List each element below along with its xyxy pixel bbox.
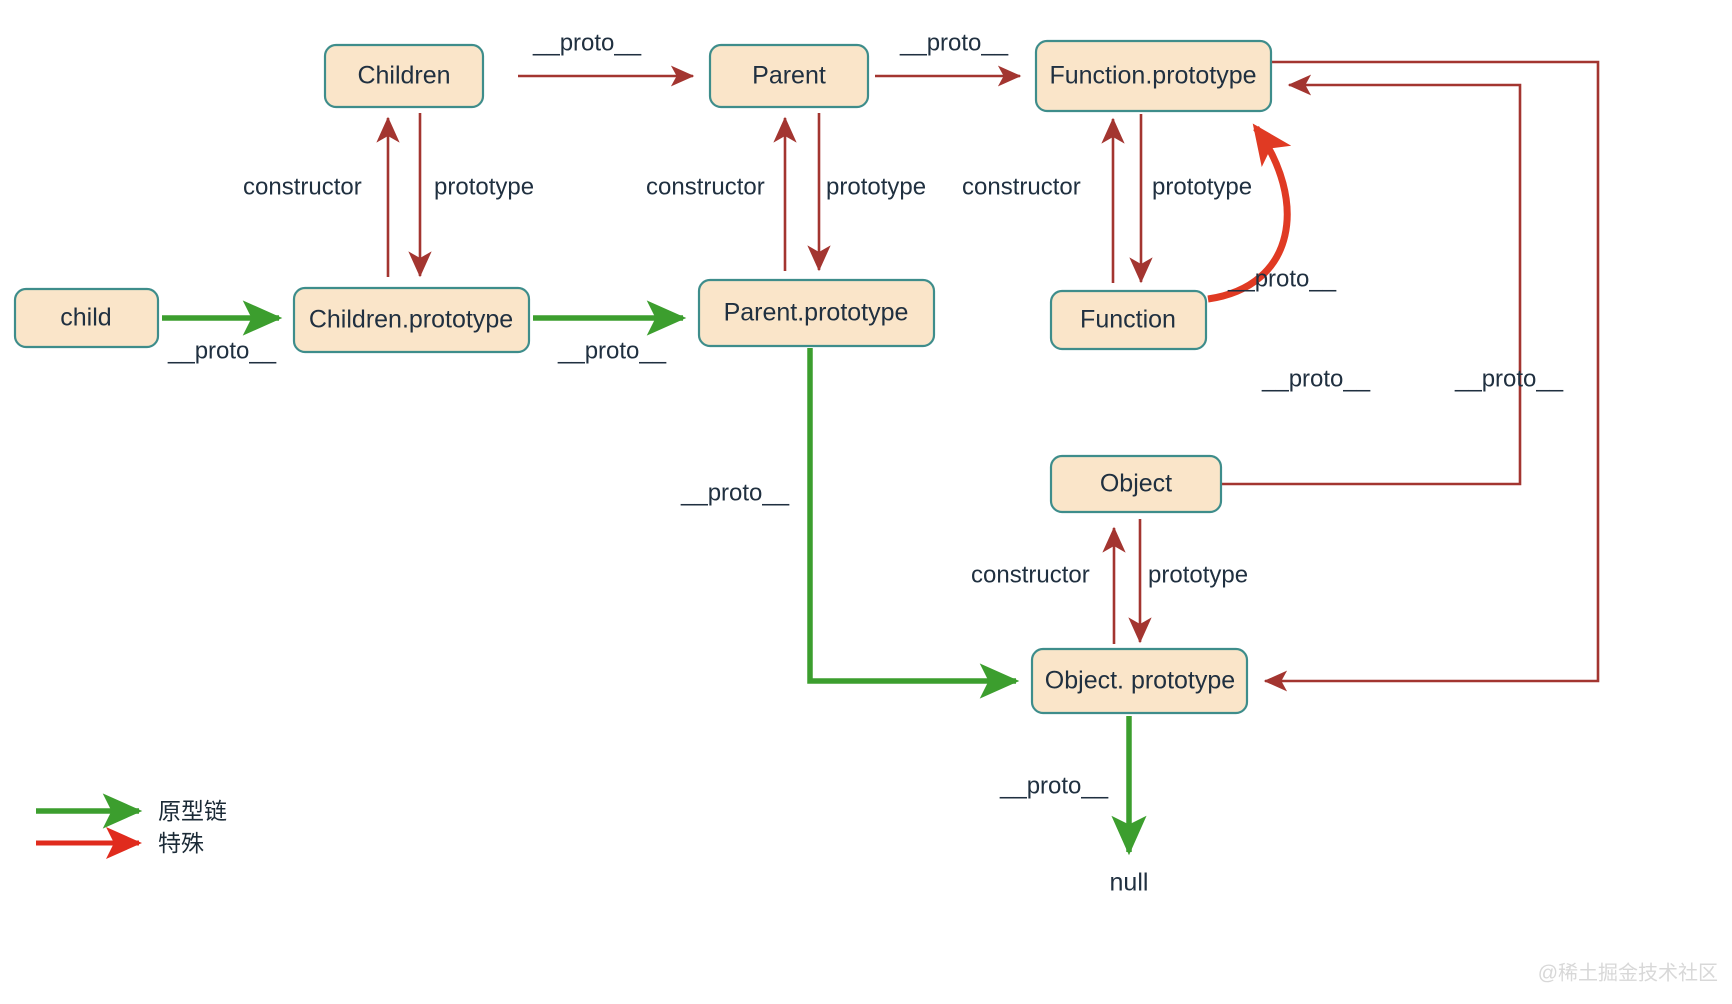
legend-special-label: 特殊: [158, 830, 204, 856]
node-object-prototype-label: Object. prototype: [1045, 667, 1235, 695]
node-parent-rect[interactable]: [708, 43, 870, 109]
label-objproto-null-proto: __proto__: [999, 772, 1109, 799]
label-function-curve-proto: __proto__: [1227, 265, 1337, 292]
label-children-constructor: constructor: [243, 173, 362, 200]
edge-parentprototype-to-objectprototype: [807, 348, 1020, 699]
node-child-label: child: [60, 304, 111, 332]
label-object-proto: __proto__: [1261, 365, 1371, 392]
label-children-parent-proto: __proto__: [532, 29, 642, 56]
node-function-prototype[interactable]: Function.prototype: [1034, 39, 1273, 113]
node-parent-label: Parent: [752, 62, 826, 90]
node-children-prototype[interactable]: Children.prototype: [292, 286, 531, 354]
node-function-prototype-label: Function.prototype: [1049, 62, 1256, 90]
node-parent-prototype-rect[interactable]: [697, 278, 936, 348]
edge-function-to-functionprototype-proto-curve: [1207, 123, 1292, 303]
node-function-rect[interactable]: [1049, 289, 1208, 351]
label-function-prototype: prototype: [1152, 173, 1252, 200]
label-children-prototype: prototype: [434, 173, 534, 200]
label-child-proto: __proto__: [167, 337, 277, 364]
watermark: @稀土掘金技术社区: [1538, 961, 1718, 984]
label-object-prototype-edge: prototype: [1148, 561, 1248, 588]
label-parent-prototype: prototype: [826, 173, 926, 200]
node-children-label: Children: [357, 62, 450, 90]
null-label: null: [1110, 869, 1149, 897]
edge-functionprototype-to-objectprototype-proto: [1263, 60, 1600, 692]
node-parent[interactable]: Parent: [708, 43, 870, 109]
node-object-prototype-rect[interactable]: [1030, 647, 1249, 715]
node-child[interactable]: child: [13, 287, 160, 349]
label-function-constructor: constructor: [962, 173, 1081, 200]
node-function-prototype-rect[interactable]: [1034, 39, 1273, 113]
node-children-prototype-label: Children.prototype: [309, 306, 513, 334]
node-function[interactable]: Function: [1049, 289, 1208, 351]
node-child-rect[interactable]: [13, 287, 160, 349]
node-parent-prototype[interactable]: Parent.prototype: [697, 278, 936, 348]
node-children-rect[interactable]: [323, 43, 485, 109]
node-object-prototype[interactable]: Object. prototype: [1030, 647, 1249, 715]
node-function-label: Function: [1080, 306, 1176, 334]
edge-object-to-functionprototype-proto: [1222, 74, 1522, 486]
label-parent-constructor: constructor: [646, 173, 765, 200]
node-object[interactable]: Object: [1049, 454, 1223, 514]
legend: 原型链 特殊: [36, 793, 227, 859]
label-object-constructor: constructor: [971, 561, 1090, 588]
label-childrenproto-proto: __proto__: [557, 337, 667, 364]
label-parentproto-objproto-proto: __proto__: [680, 479, 790, 506]
label-funcproto-objproto-proto: __proto__: [1454, 365, 1564, 392]
legend-prototype-chain-label: 原型链: [158, 798, 227, 824]
node-parent-prototype-label: Parent.prototype: [724, 299, 909, 327]
node-children[interactable]: Children: [323, 43, 485, 109]
node-object-rect[interactable]: [1049, 454, 1223, 514]
node-children-prototype-rect[interactable]: [292, 286, 531, 354]
label-parent-funcproto-proto: __proto__: [899, 29, 1009, 56]
node-object-label: Object: [1100, 470, 1172, 498]
